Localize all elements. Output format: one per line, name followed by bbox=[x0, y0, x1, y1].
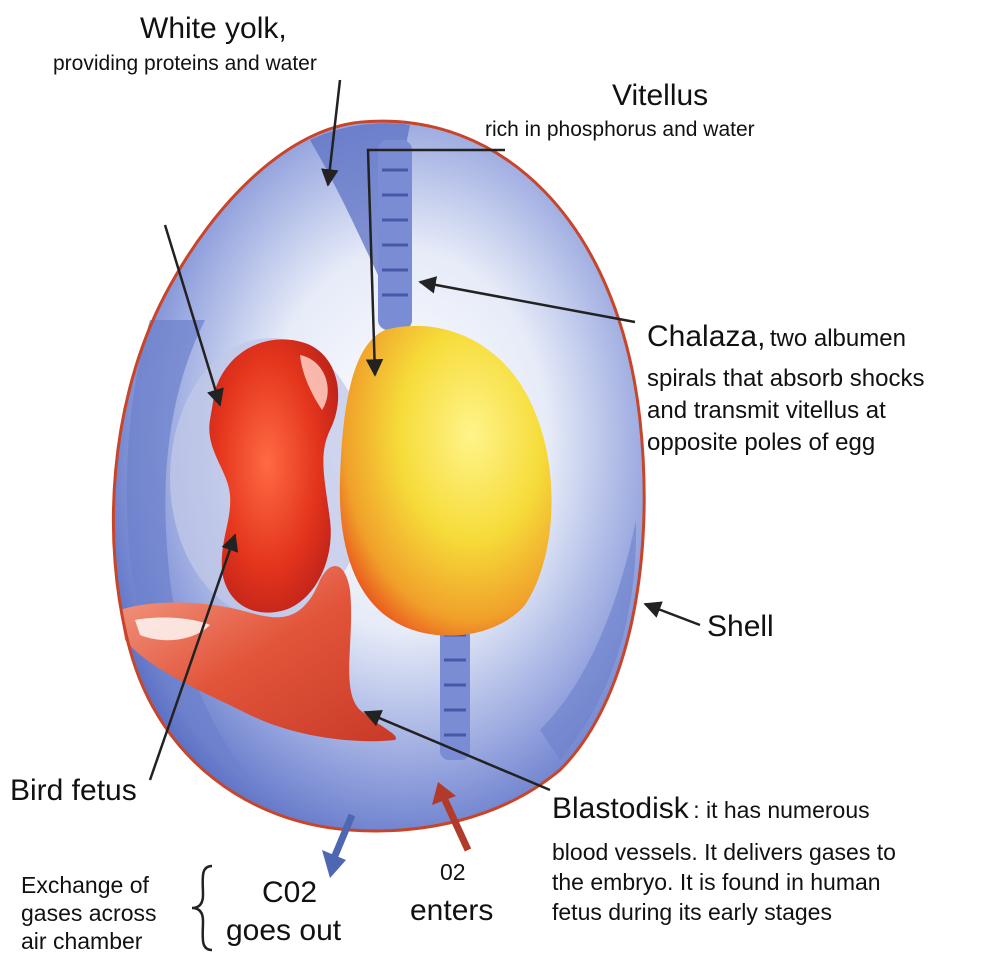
o2-label: 02 bbox=[440, 860, 466, 886]
blastodisk-description-3: the embryo. It is found in human bbox=[552, 870, 881, 896]
bird-fetus-label: Bird fetus bbox=[10, 774, 137, 808]
chalaza-description-1: two albumen bbox=[770, 325, 906, 352]
vitellus-description: rich in phosphorus and water bbox=[485, 118, 755, 142]
co2-label: C02 bbox=[262, 876, 317, 910]
exchange-brace bbox=[192, 866, 212, 950]
o2-description: enters bbox=[410, 894, 493, 928]
chalaza-title: Chalaza, bbox=[647, 320, 765, 353]
white-yolk-description: providing proteins and water bbox=[53, 52, 317, 76]
blastodisk-description-1: : it has numerous bbox=[693, 797, 869, 823]
chalaza-label: Chalaza, two albumen bbox=[647, 320, 906, 354]
chalaza-description-2: spirals that absorb shocks bbox=[647, 366, 924, 393]
vitellus-title: Vitellus bbox=[612, 79, 708, 113]
chalaza-description-4: opposite poles of egg bbox=[647, 430, 875, 457]
egg bbox=[113, 121, 644, 831]
blastodisk-title: Blastodisk bbox=[552, 792, 689, 825]
shell-label: Shell bbox=[707, 610, 774, 644]
exchange-label-3: air chamber bbox=[21, 929, 142, 955]
blastodisk-description-2: blood vessels. It delivers gases to bbox=[552, 840, 896, 866]
white-yolk-title: White yolk, bbox=[140, 12, 287, 46]
blastodisk-label: Blastodisk : it has numerous bbox=[552, 792, 870, 826]
exchange-label-2: gases across bbox=[21, 901, 157, 927]
shell-pointer bbox=[645, 604, 700, 625]
blastodisk-description-4: fetus during its early stages bbox=[552, 900, 832, 926]
co2-description: goes out bbox=[226, 914, 341, 948]
exchange-label-1: Exchange of bbox=[21, 873, 149, 899]
chalaza-description-3: and transmit vitellus at bbox=[647, 398, 886, 425]
